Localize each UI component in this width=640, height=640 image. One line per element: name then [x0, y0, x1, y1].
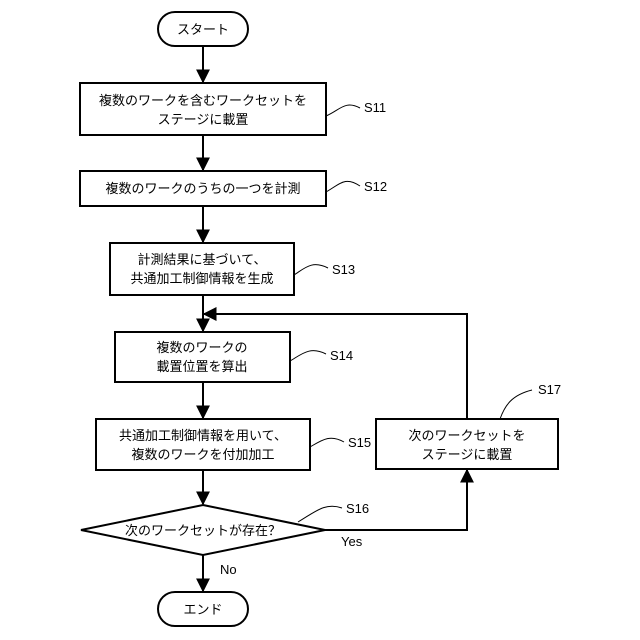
s17-step-label: S17: [538, 382, 561, 397]
s14-line-1: 複数のワークの: [156, 340, 247, 356]
s11-leader: [326, 105, 360, 116]
s15-line-1: 共通加工制御情報を用いて、: [119, 429, 287, 444]
s16-leader: [298, 506, 342, 522]
process-s13: 計測結果に基づいて、 共通加工制御情報を生成: [110, 243, 294, 295]
start-terminal: スタート: [158, 12, 248, 46]
s13-leader: [294, 265, 328, 275]
process-s11: 複数のワークを含むワークセットを ステージに載置: [80, 83, 326, 135]
s14-line-2: 載置位置を算出: [156, 360, 247, 375]
s16-label: 次のワークセットが存在？: [125, 523, 281, 539]
yes-label: Yes: [341, 534, 363, 549]
no-label: No: [220, 562, 237, 577]
s17-line-1: 次のワークセットを: [408, 428, 525, 444]
s14-step-label: S14: [330, 348, 353, 363]
decision-s16: 次のワークセットが存在？: [81, 505, 325, 555]
s13-line-2: 共通加工制御情報を生成: [130, 272, 273, 287]
arrow-s16-yes-to-s17: [325, 470, 467, 530]
s17-leader: [500, 390, 532, 419]
process-s12: 複数のワークのうちの一つを計測: [80, 171, 326, 206]
s16-step-label: S16: [346, 501, 369, 516]
process-s14: 複数のワークの 載置位置を算出: [115, 332, 290, 382]
end-label: エンド: [183, 603, 222, 618]
s12-step-label: S12: [364, 179, 387, 194]
s17-line-2: ステージに載置: [422, 448, 513, 463]
s11-line-2: ステージに載置: [158, 113, 249, 128]
s15-step-label: S15: [348, 435, 371, 450]
s12-line-1: 複数のワークのうちの一つを計測: [105, 181, 300, 197]
s13-line-1: 計測結果に基づいて、: [138, 252, 267, 268]
s14-leader: [290, 351, 326, 361]
s15-leader: [310, 438, 344, 447]
s15-line-2: 複数のワークを付加加工: [131, 447, 274, 463]
process-s17: 次のワークセットを ステージに載置: [376, 419, 558, 469]
end-terminal: エンド: [158, 592, 248, 626]
s13-step-label: S13: [332, 262, 355, 277]
process-s15: 共通加工制御情報を用いて、 複数のワークを付加加工: [96, 419, 310, 470]
s11-line-1: 複数のワークを含むワークセットを: [99, 93, 307, 109]
s12-leader: [326, 181, 360, 192]
start-label: スタート: [177, 23, 229, 38]
s11-step-label: S11: [364, 100, 386, 115]
